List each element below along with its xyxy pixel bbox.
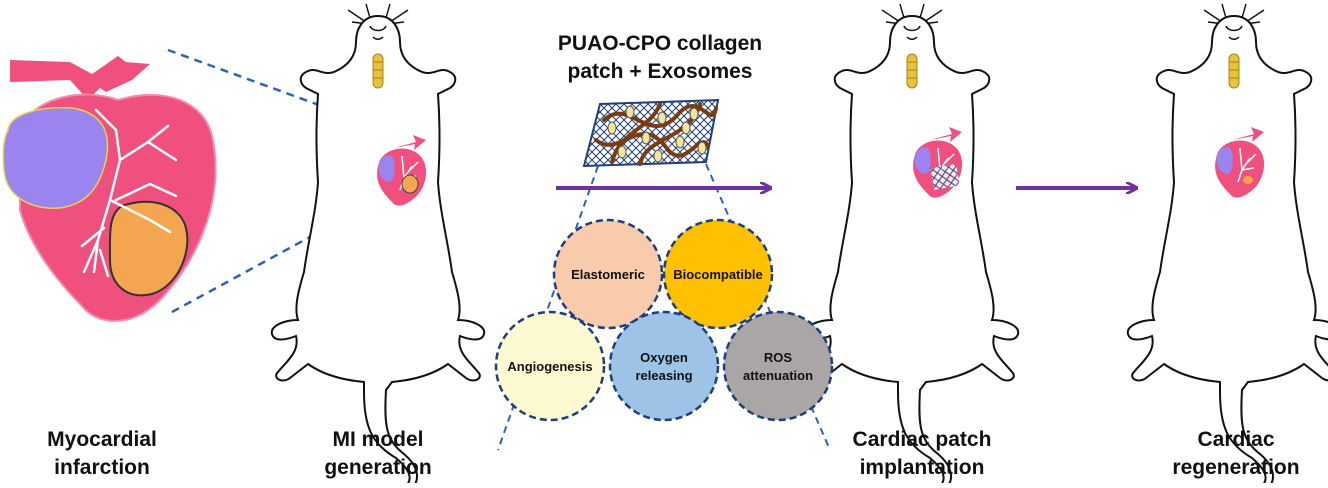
patch-fibers: [594, 102, 718, 166]
stage-caption-line1: Myocardial: [47, 428, 157, 451]
exosome-dots: [607, 105, 707, 163]
stage-caption-line2: regeneration: [1172, 456, 1300, 479]
property-label-biocompatible: Biocompatible: [673, 267, 763, 282]
stage-caption-mi-model: MI model generation: [288, 426, 468, 482]
stage-caption-line2: implantation: [859, 456, 985, 479]
heart-atrium: [2, 106, 109, 209]
rat-regeneration: [1126, 3, 1328, 488]
collagen-patch: [582, 98, 720, 168]
stage-caption-patch-implantation: Cardiac patch implantation: [832, 426, 1012, 482]
property-label-oxygen-releasing: releasing: [635, 368, 692, 383]
stage-caption-myocardial-infarction: Myocardial infarction: [12, 426, 192, 482]
rat-patch-implantation: [804, 3, 1020, 488]
property-label-ros-attenuation: attenuation: [743, 368, 813, 383]
coronary-vessels: [80, 108, 178, 278]
patch-title-line1: PUAO-CPO collagen: [557, 32, 763, 55]
property-circle-elastomeric: [552, 218, 664, 330]
property-circle-biocompatible: [662, 218, 774, 330]
stage-caption-regeneration: Cardiac regeneration: [1146, 426, 1326, 482]
stage-caption-line2: infarction: [54, 456, 150, 479]
stage-caption-line1: Cardiac patch: [852, 428, 992, 451]
heart-regeneration: [1214, 126, 1265, 199]
property-circle-oxygen-releasing: [608, 310, 720, 422]
funnel-lines: [497, 163, 831, 451]
property-label-ros-attenuation: ROS: [764, 350, 793, 365]
heart-aorta: [10, 56, 150, 100]
property-label-oxygen-releasing: Oxygen: [640, 350, 688, 365]
property-label-elastomeric: Elastomeric: [571, 267, 645, 282]
property-label-angiogenesis: Angiogenesis: [507, 359, 592, 374]
stage-caption-line2: generation: [324, 456, 432, 479]
rat-mi-model: [270, 3, 486, 488]
heart-patch-implantation: [912, 126, 963, 199]
property-circle-ros-attenuation: [722, 310, 834, 422]
heart-mi-model: [376, 134, 427, 207]
infarct-area: [108, 200, 189, 297]
stage-caption-line1: Cardiac: [1197, 428, 1275, 451]
patch-title: PUAO-CPO collagen patch + Exosomes: [548, 30, 772, 86]
patch-title-line2: patch + Exosomes: [567, 60, 753, 83]
large-heart: [2, 56, 217, 322]
property-circle-angiogenesis: [494, 310, 606, 422]
stage-caption-line1: MI model: [332, 428, 424, 451]
